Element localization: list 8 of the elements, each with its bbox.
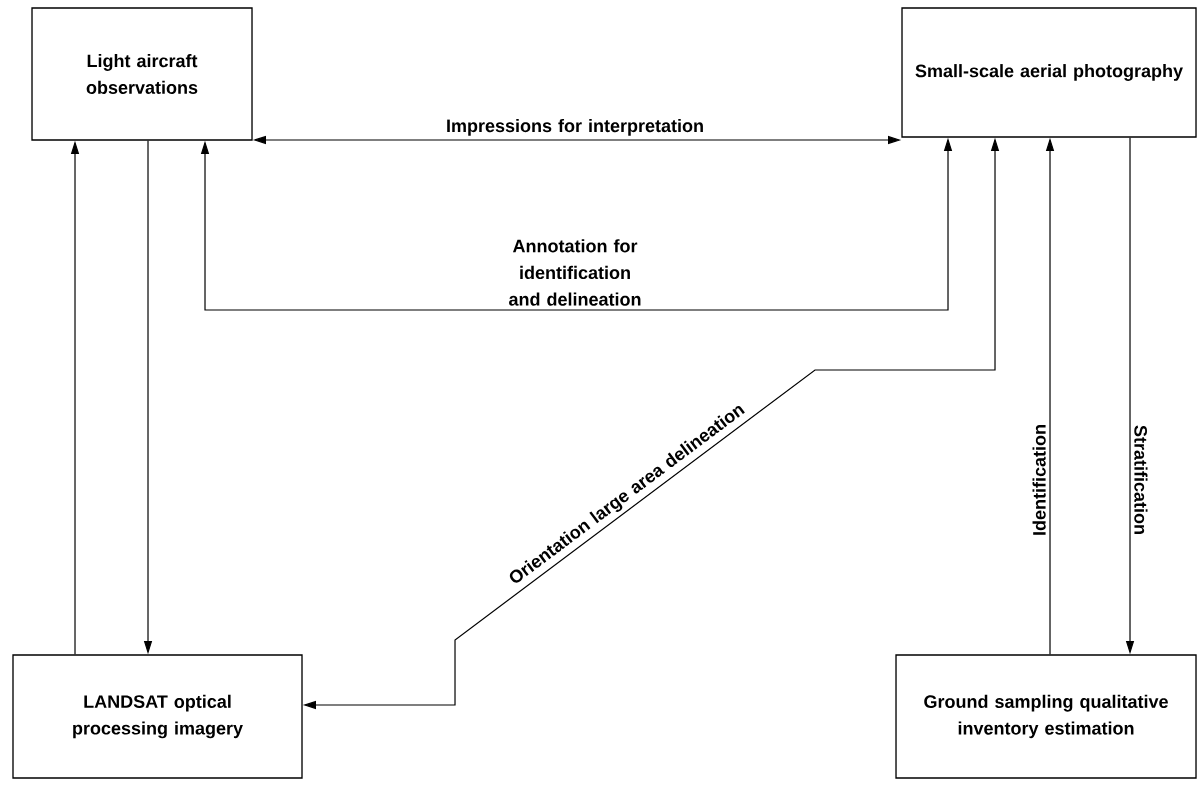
edge-label: Annotation for identification and delineation — [509, 239, 641, 306]
process-box: Light aircraft observations — [31, 7, 253, 141]
process-box: Ground sampling qualitative inventory estimation — [895, 654, 1197, 779]
edge-label: Identification — [1032, 425, 1046, 535]
edge-label: Impressions for interpretation — [447, 118, 703, 136]
process-box: LANDSAT optical processing imagery — [12, 654, 303, 779]
process-box: Small-scale aerial photography — [901, 7, 1197, 138]
edge-label: Stratification — [1134, 425, 1148, 534]
